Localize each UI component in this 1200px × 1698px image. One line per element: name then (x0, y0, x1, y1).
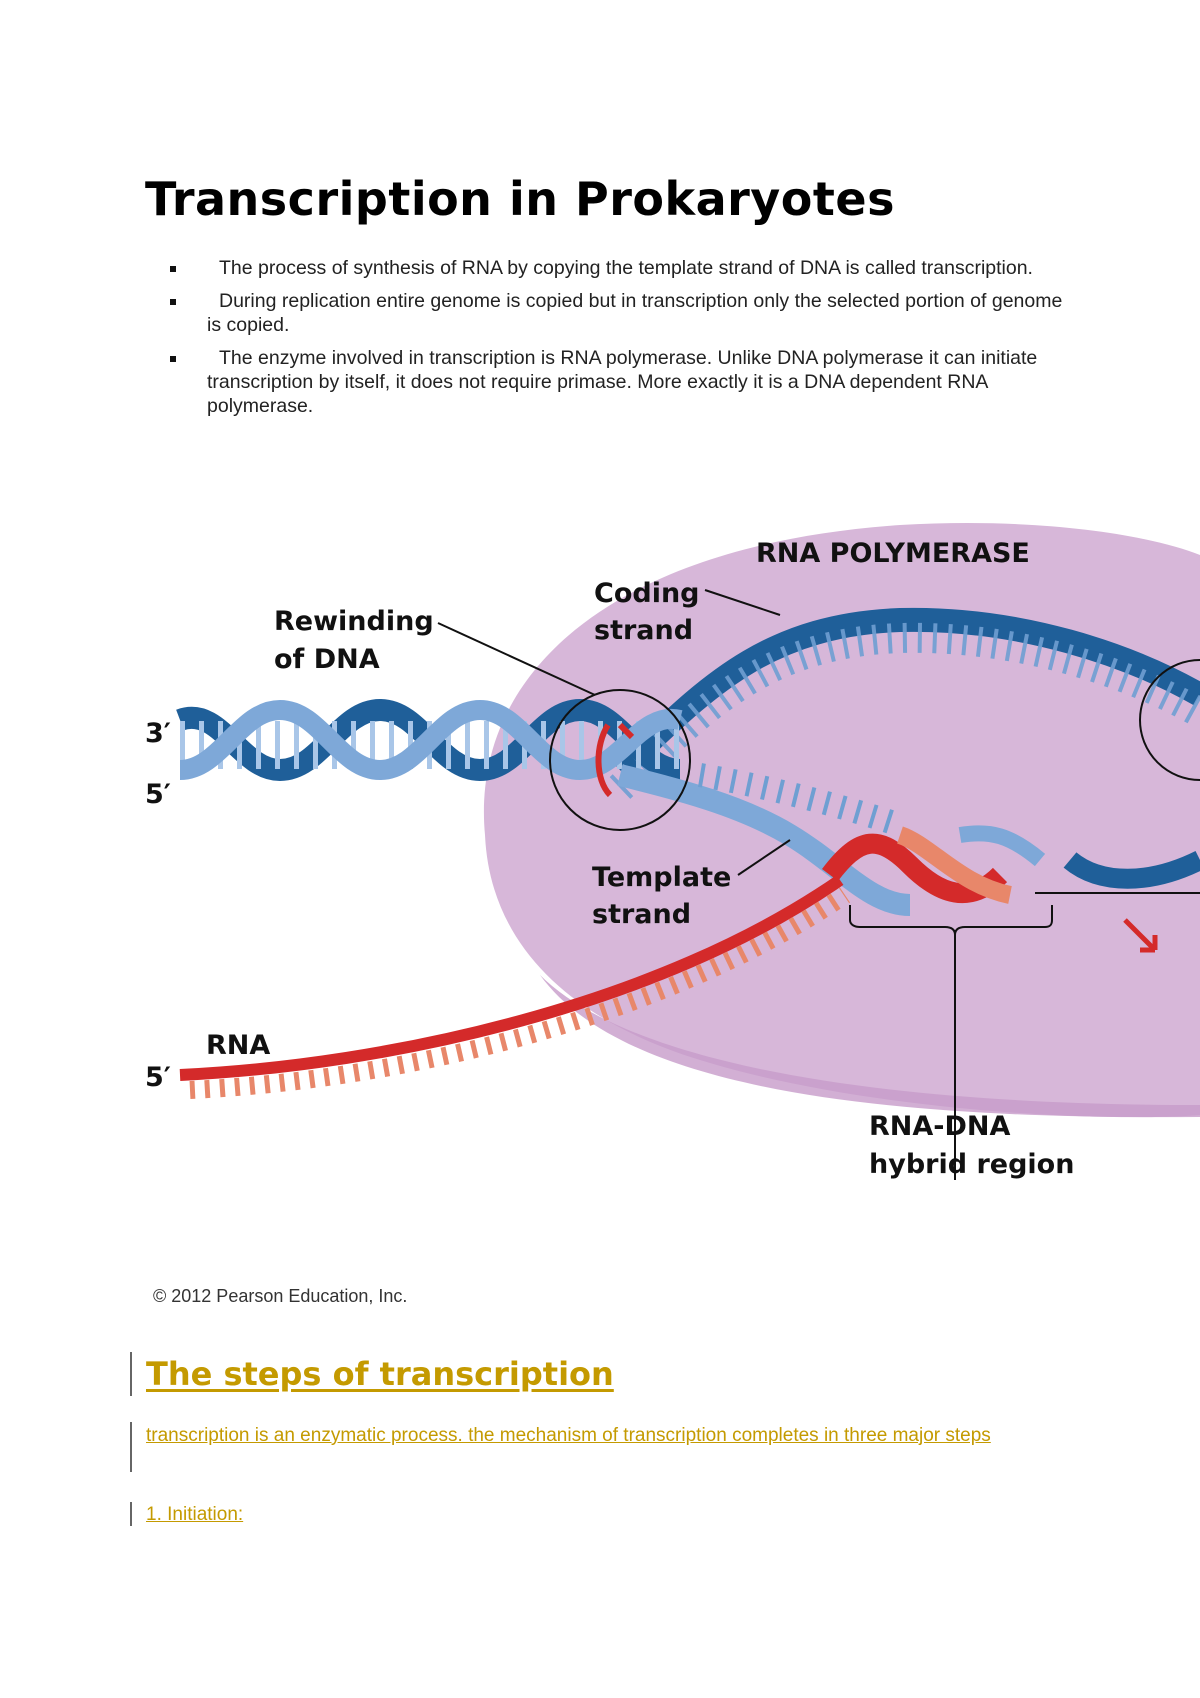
five-prime-label: 5′ (145, 779, 171, 810)
rna-strand-bases (189, 887, 851, 1099)
unwinding-circle (1139, 659, 1200, 781)
intro-paragraph[interactable]: transcription is an enzymatic process. t… (146, 1425, 991, 1446)
three-prime-label: 3′ (145, 718, 171, 749)
hybrid-helix-rna (822, 833, 1008, 903)
bullet-text: During replication entire genome is copi… (207, 290, 1063, 336)
rna-polymerase-blob (483, 523, 1200, 1118)
arrow-right-icon (1123, 918, 1158, 953)
hybrid-bracket (849, 905, 1053, 936)
enzyme-label: RNA POLYMERASE (756, 538, 1030, 569)
bullet-text: The process of synthesis of RNA by copyi… (219, 257, 1033, 279)
step-heading[interactable]: 1. Initiation: (146, 1504, 244, 1525)
rna-strand (179, 875, 844, 1081)
template-strand (617, 764, 911, 916)
hybrid-label-2: hybrid region (869, 1149, 1074, 1180)
rna-label: RNA (206, 1030, 270, 1061)
coding-strand-right (1063, 850, 1200, 889)
template-strand-label-2: strand (592, 899, 691, 930)
transcription-diagram: RNA POLYMERASE Coding strand Rewinding o… (145, 523, 1200, 1180)
page-title: Transcription in Prokaryotes (145, 172, 895, 226)
rna-five-prime-label: 5′ (145, 1062, 171, 1093)
list-item: During replication entire genome is copi… (145, 289, 1075, 337)
revision-bar (130, 1502, 132, 1526)
bullet-text: The enzyme involved in transcription is … (207, 347, 1038, 417)
hybrid-helix-dna (958, 825, 1046, 867)
hybrid-helix-rna-light (896, 826, 1013, 904)
template-strand-label-1: Template (592, 862, 731, 893)
bullet-list: The process of synthesis of RNA by copyi… (145, 256, 1075, 427)
section-title[interactable]: The steps of transcription (146, 1355, 614, 1393)
leader-line-template (737, 839, 791, 876)
figure-caption: © 2012 Pearson Education, Inc. (153, 1286, 408, 1306)
rewinding-label-1: Rewinding (274, 606, 434, 637)
bullet-icon (170, 266, 176, 272)
revision-bar (130, 1352, 132, 1396)
revision-bar (130, 1422, 132, 1472)
coding-strand-label-1: Coding (594, 578, 700, 609)
bullet-icon (170, 356, 176, 362)
list-item: The enzyme involved in transcription is … (145, 346, 1075, 418)
rewinding-label-2: of DNA (274, 644, 380, 675)
hybrid-label-1: RNA-DNA (869, 1111, 1010, 1142)
list-item: The process of synthesis of RNA by copyi… (145, 256, 1075, 280)
bullet-icon (170, 299, 176, 305)
rotation-arrow-icon (595, 722, 635, 798)
rna-polymerase-shadow (540, 975, 1200, 1118)
leader-line-coding (704, 589, 781, 616)
rewinding-circle (549, 689, 691, 831)
leader-line-rewinding (437, 622, 596, 696)
coding-strand-label-2: strand (594, 615, 693, 646)
